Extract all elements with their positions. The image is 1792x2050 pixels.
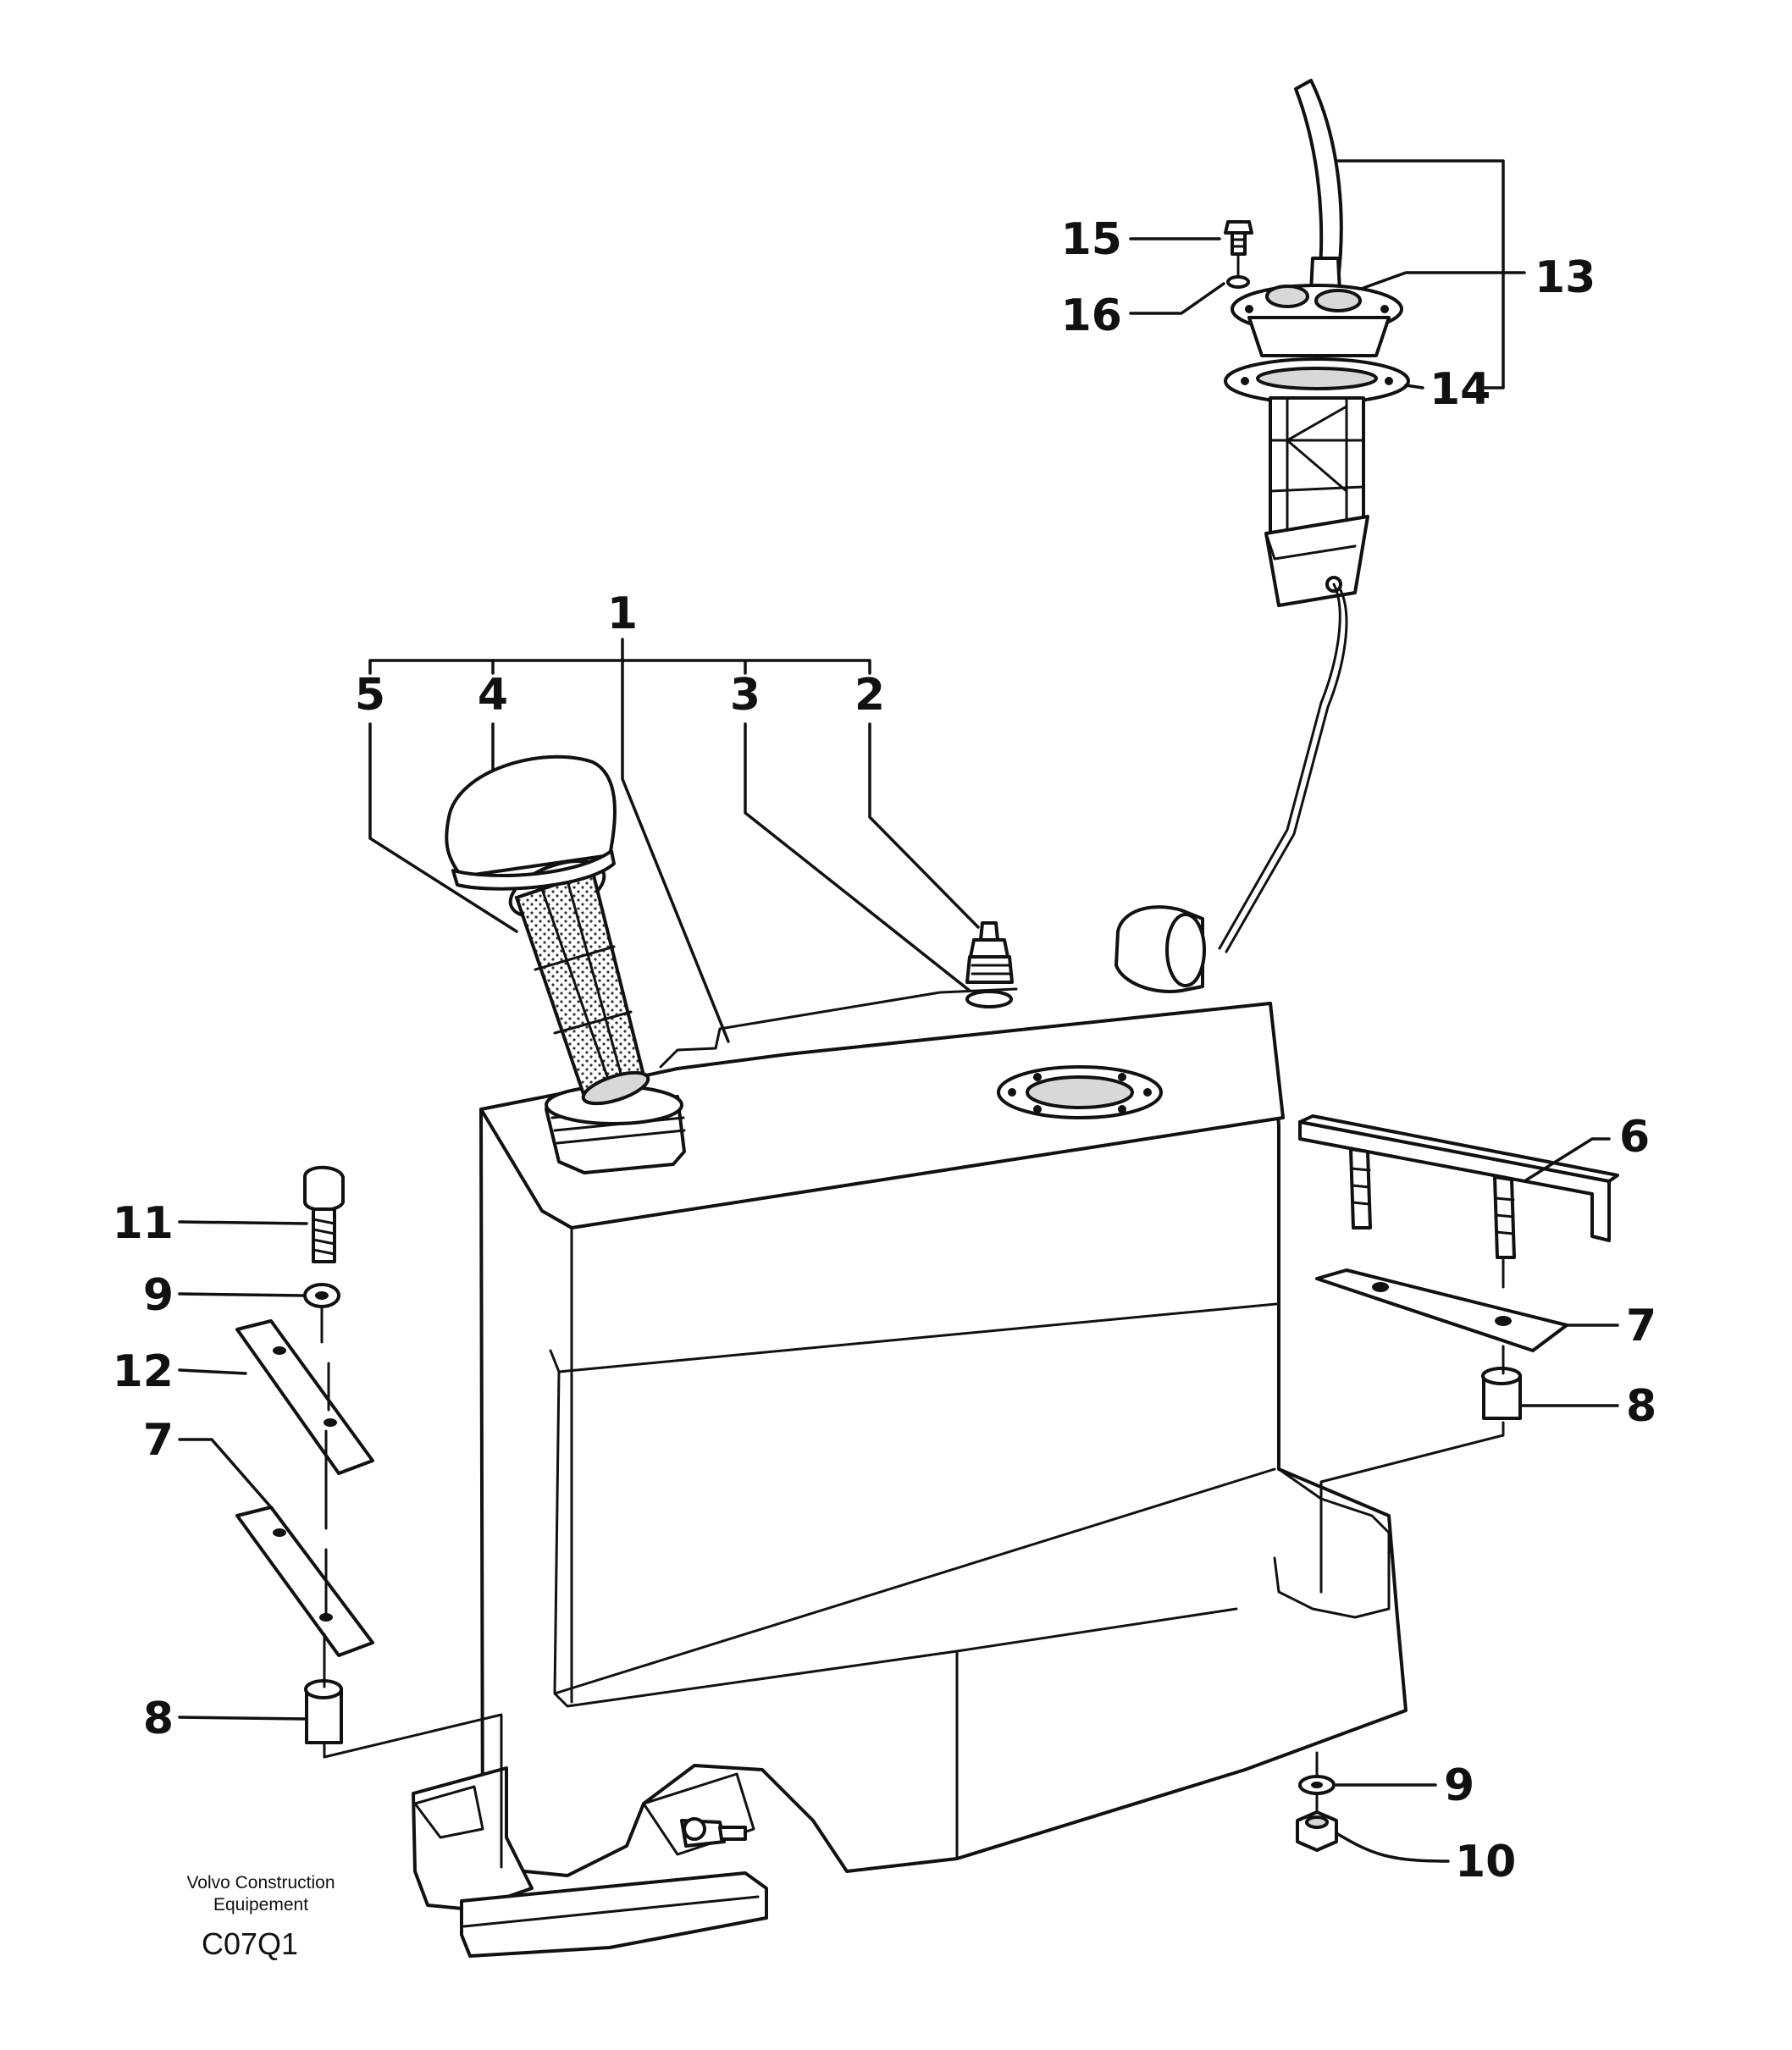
- manufacturer-credit-line-2: Equipement: [213, 1895, 308, 1915]
- bushing-left: [304, 1679, 343, 1744]
- bolt-left: [303, 1165, 345, 1263]
- callout-12: 12: [113, 1346, 174, 1397]
- callout-7-right: 7: [1626, 1301, 1656, 1351]
- bushing-right: [1481, 1367, 1522, 1420]
- clamp-plate-left: [235, 1319, 374, 1475]
- gauge-port: [997, 1065, 1163, 1119]
- drain-plug: [680, 1817, 747, 1848]
- filler-cap: [445, 754, 617, 891]
- callout-5: 5: [355, 670, 385, 721]
- callout-8-left: 8: [143, 1694, 174, 1744]
- washer-bottom: [1298, 1775, 1336, 1795]
- washer-left: [303, 1283, 340, 1308]
- callout-10: 10: [1455, 1837, 1516, 1887]
- fuel-tank: [412, 987, 1408, 1958]
- callout-9-left: 9: [143, 1270, 174, 1321]
- manufacturer-credit-line-1: Volvo Construction: [186, 1873, 335, 1893]
- nut-bottom: [1296, 1810, 1338, 1852]
- callout-8-right: 8: [1626, 1381, 1656, 1432]
- callout-1: 1: [607, 588, 638, 639]
- gauge-screw: [1224, 220, 1253, 256]
- drawing-code: C07Q1: [202, 1926, 298, 1961]
- gauge-washer: [1226, 275, 1250, 289]
- leader-lines: [178, 159, 1619, 1863]
- callout-3: 3: [730, 670, 760, 721]
- callout-15: 15: [1061, 214, 1122, 265]
- callout-14: 14: [1430, 364, 1491, 415]
- callout-9-bottom: 9: [1444, 1760, 1474, 1811]
- breather-valve: [965, 921, 1014, 1008]
- mounting-bracket-right: [1298, 1114, 1619, 1259]
- callout-11: 11: [113, 1198, 174, 1249]
- spacer-plate-right: [1315, 1268, 1568, 1352]
- callout-2: 2: [855, 670, 885, 721]
- callout-4: 4: [478, 670, 508, 721]
- callout-6: 6: [1619, 1112, 1650, 1163]
- spacer-plate-left: [235, 1506, 374, 1657]
- callout-13: 13: [1535, 252, 1596, 303]
- fuel-level-sender: [1114, 79, 1410, 993]
- filler-neck: [545, 1085, 686, 1174]
- assembly-lines: [320, 255, 1505, 1869]
- callout-7-left: 7: [143, 1415, 174, 1466]
- callout-16: 16: [1061, 290, 1122, 341]
